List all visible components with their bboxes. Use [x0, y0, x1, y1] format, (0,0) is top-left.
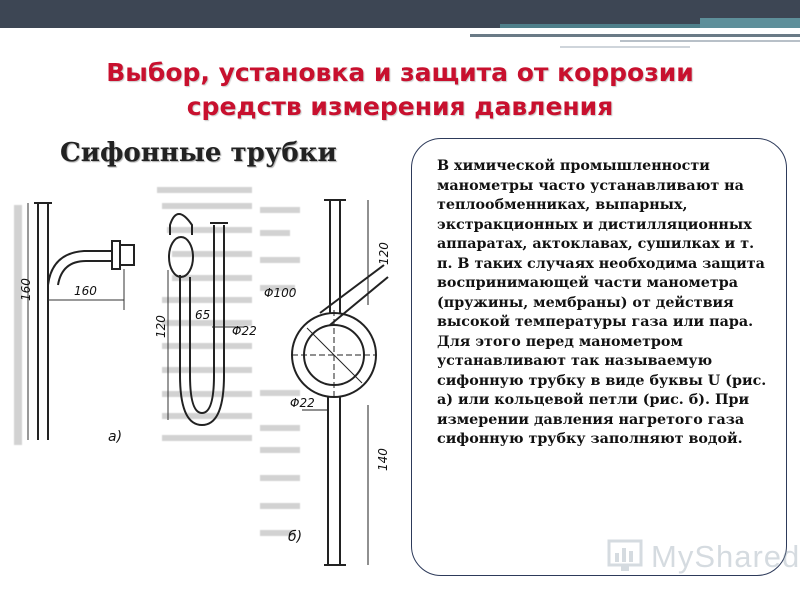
decor-rule [560, 46, 690, 48]
dim-label: Φ22 [290, 396, 315, 410]
dim-label: 120 [154, 315, 168, 338]
top-decor-bar [0, 0, 800, 28]
slide-title: Выбор, установка и защита от коррозии ср… [40, 56, 760, 124]
siphon-tubes-drawing: 160 160 65 120 Φ22 а) Φ100 120 Φ22 140 б… [14, 187, 391, 566]
dimension-lines [27, 203, 244, 440]
slide-title-line2: средств измерения давления [186, 92, 614, 121]
decor-rule [470, 34, 800, 37]
siphon-tubes-figure: 160 160 65 120 Φ22 а) Φ100 120 Φ22 140 б… [12, 185, 407, 590]
dim-label: 160 [19, 278, 33, 301]
dim-label: Φ22 [232, 324, 257, 338]
watermark-text: MyShared [651, 539, 800, 574]
figure-label-a: а) [108, 429, 122, 445]
tube-a-straight [34, 202, 135, 440]
loop-tube [291, 199, 389, 566]
slide-subtitle: Сифонные трубки [60, 138, 337, 168]
watermark-logo-icon [607, 539, 643, 571]
description-box: В химической промышленности манометры ча… [411, 138, 787, 576]
dim-label: 140 [376, 448, 390, 471]
decor-rule [620, 40, 800, 42]
top-accent-block [700, 18, 800, 28]
dim-label: 65 [195, 308, 210, 322]
dim-label: Φ100 [264, 286, 297, 300]
u-tube [168, 213, 228, 427]
figure-label-b: б) [288, 529, 302, 545]
dim-label: 160 [74, 284, 97, 298]
description-text: В химической промышленности манометры ча… [437, 158, 767, 447]
dim-label: 120 [377, 242, 391, 265]
slide-title-line1: Выбор, установка и защита от коррозии [106, 58, 694, 87]
background-scan-texture [14, 187, 300, 536]
top-accent-stripe [500, 24, 800, 28]
watermark: MyShared [605, 537, 799, 577]
